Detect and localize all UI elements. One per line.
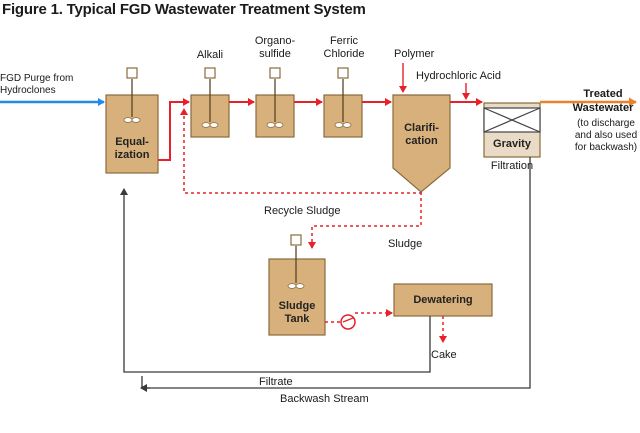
figure-title: Figure 1. Typical FGD Wastewater Treatme… [2,1,366,18]
flow-equalization-to-alkali [158,98,190,161]
filtrate-label: Filtrate [259,376,293,388]
backwash-stream-label: Backwash Stream [280,393,369,405]
cake-label: Cake [431,349,457,361]
recycle-sludge-label: Recycle Sludge [264,205,341,217]
sludge-tank [268,234,326,336]
sludge-label: Sludge [388,238,423,250]
treated-wastewater-label: Treated Wastewater [572,88,634,114]
filtration-label: Filtration [490,160,534,172]
alkali-label: Alkali [196,49,224,61]
sludge-pump [340,314,356,330]
gravity-filter [483,102,541,158]
filtrate-return-line [120,188,431,373]
treated-note-label: (to discharge and also used for backwash… [574,118,638,153]
ferric-chloride-tank [323,67,363,138]
gravity-label: Gravity [493,138,531,150]
hydrochloric-acid-label: Hydrochloric Acid [416,70,501,82]
polymer-label: Polymer [394,48,435,60]
dewatering-unit [393,283,493,317]
inlet-label: FGD Purge from Hydroclones [0,73,74,96]
equalization-tank [105,67,159,174]
organosulfide-label: Organo- sulfide [254,35,296,60]
ferric-chloride-label: Ferric Chloride [323,35,365,60]
organosulfide-tank [255,67,295,138]
clarifier-tank [392,94,451,193]
sludge-tank-label: Sludge Tank [278,300,316,325]
alkali-tank [190,67,230,138]
backwash-stream-line [141,157,531,389]
dewatering-label: Dewatering [413,294,473,306]
clarification-label: Clarifi- cation [404,122,439,147]
equalization-label: Equal- ization [114,136,150,161]
